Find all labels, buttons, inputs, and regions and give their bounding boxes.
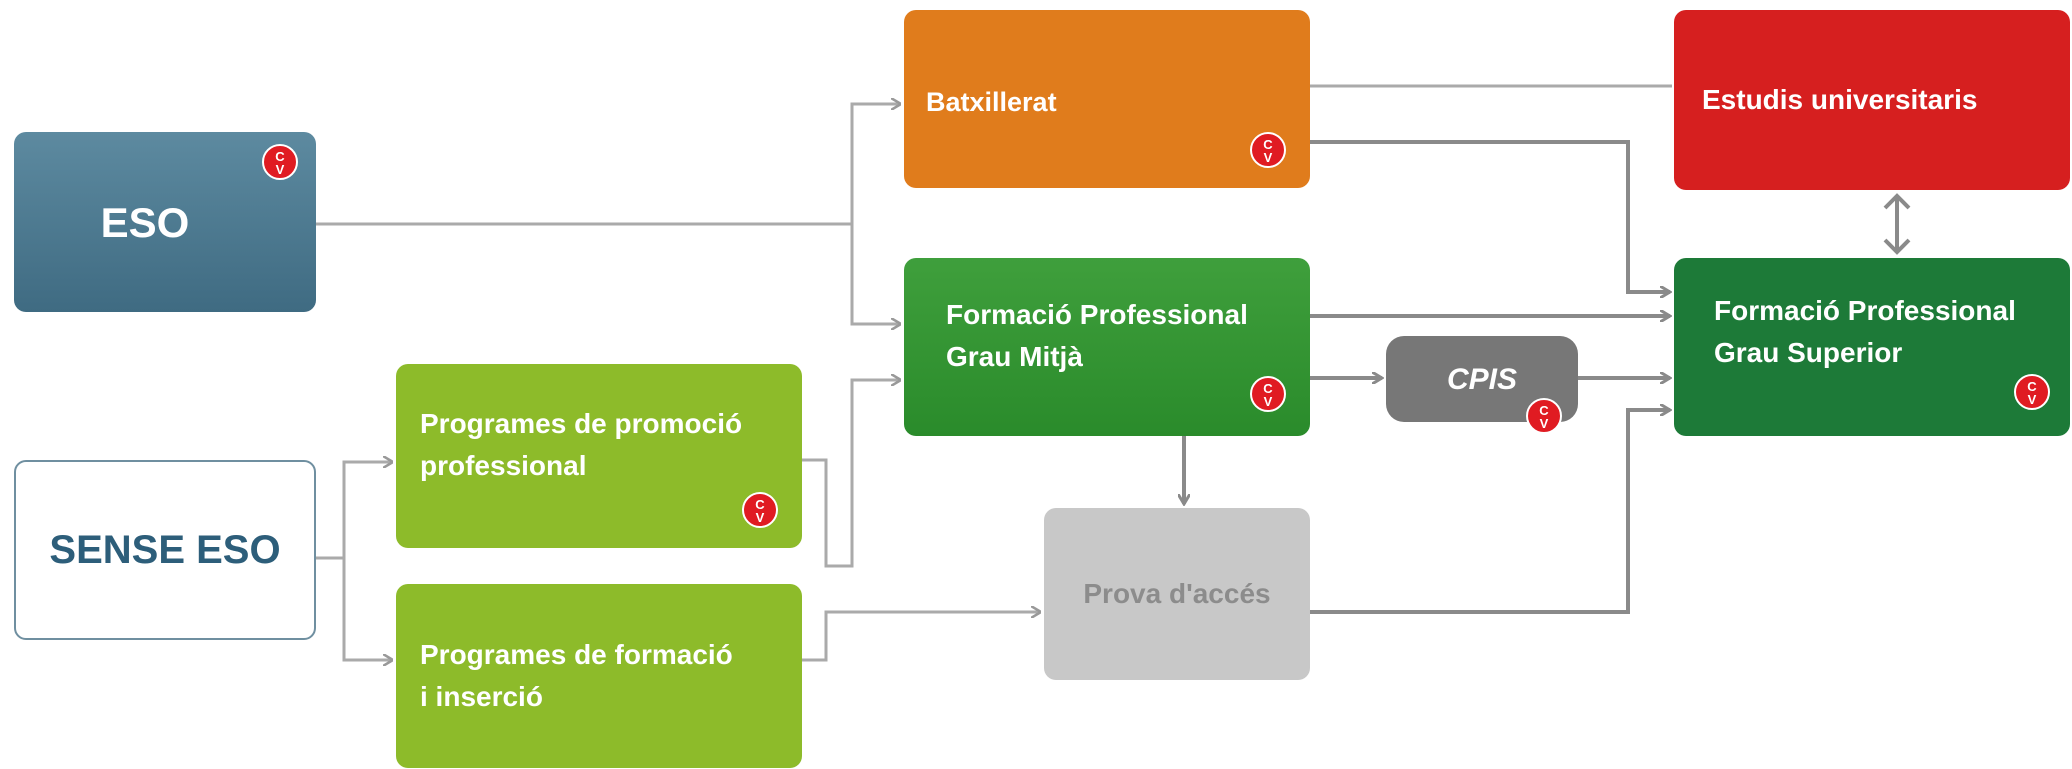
arrow-junction-to-fp-grau-mitja bbox=[850, 224, 900, 324]
svg-text:V: V bbox=[2028, 392, 2037, 406]
svg-text:C: C bbox=[1539, 403, 1549, 418]
svg-text:V: V bbox=[756, 510, 765, 524]
batxillerat-label: Batxillerat bbox=[926, 87, 1057, 117]
svg-text:V: V bbox=[1264, 150, 1273, 164]
prova-acces-box: Prova d'accés bbox=[1044, 508, 1310, 680]
estudis-universitaris-box: Estudis universitaris bbox=[1674, 10, 2070, 190]
programes-formacio-label: Programes de formació i inserció bbox=[420, 639, 733, 712]
arrow-junction-to-batxillerat bbox=[850, 104, 900, 224]
cpis-label: CPIS bbox=[1446, 362, 1518, 396]
svg-text:C: C bbox=[1263, 381, 1273, 396]
arrow-sense-to-promocio bbox=[316, 462, 392, 560]
svg-text:V: V bbox=[276, 162, 285, 176]
arrow-batxillerat-to-fp-grau-superior bbox=[1310, 140, 1670, 292]
eso-label: ESO bbox=[100, 198, 190, 246]
sense-eso-box: SENSE ESO bbox=[14, 460, 316, 640]
arrow-formacio-to-prova bbox=[802, 612, 1040, 662]
arrow-sense-to-formacio bbox=[342, 558, 392, 660]
svg-text:C: C bbox=[755, 497, 765, 512]
svg-text:V: V bbox=[1540, 416, 1549, 430]
estudis-universitaris-label: Estudis universitaris bbox=[1702, 84, 1978, 115]
arrow-prova-to-fp-grau-superior bbox=[1310, 410, 1670, 614]
programes-formacio-box: Programes de formació i inserció bbox=[396, 584, 802, 768]
svg-text:C: C bbox=[2027, 379, 2037, 394]
prova-acces-label: Prova d'accés bbox=[1083, 578, 1271, 609]
svg-text:V: V bbox=[1264, 394, 1273, 408]
fp-grau-superior-label: Formació Professional Grau Superior bbox=[1714, 295, 2016, 368]
svg-text:C: C bbox=[275, 149, 285, 164]
programes-promocio-label: Programes de promoció professional bbox=[420, 408, 743, 481]
sense-eso-label: SENSE ESO bbox=[49, 528, 281, 572]
svg-text:C: C bbox=[1263, 137, 1273, 152]
fp-grau-mitja-label: Formació Professional Grau Mitjà bbox=[946, 299, 1248, 372]
arrow-promocio-to-fp-grau-mitja bbox=[802, 380, 900, 568]
